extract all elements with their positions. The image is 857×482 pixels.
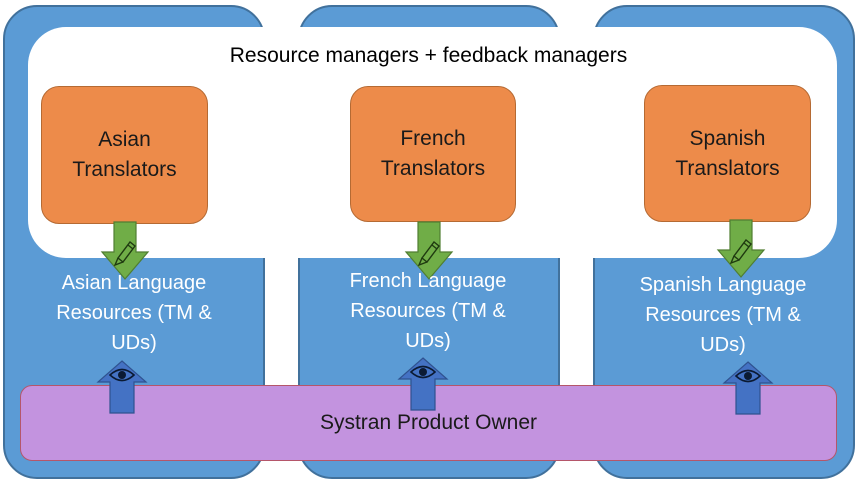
eye-icon [409, 365, 437, 379]
pen-icon [417, 241, 440, 267]
french-translators-box: French Translators [350, 86, 516, 222]
asian-translators-label: Asian Translators [72, 128, 177, 181]
eye-icon [734, 369, 762, 383]
spanish-resources-label: Spanish Language Resources (TM & UDs) [639, 274, 807, 356]
asian-up-arrow [96, 360, 148, 414]
eye-icon [108, 368, 136, 382]
french-down-arrow [404, 221, 454, 280]
spanish-translators-label: Spanish Translators [675, 126, 780, 180]
asian-down-arrow [100, 221, 150, 280]
spanish-down-arrow [716, 219, 766, 278]
pen-icon [113, 241, 136, 267]
asian-resources-label: Asian Language Resources (TM & UDs) [56, 272, 212, 354]
spanish-translators-box: Spanish Translators [644, 85, 811, 222]
managers-title: Resource managers + feedback managers [229, 44, 628, 67]
french-translators-label: French Translators [380, 127, 486, 180]
french-resources-label: French Language Resources (TM & UDs) [349, 270, 507, 352]
product-owner-label: Systran Product Owner [319, 411, 538, 434]
asian-translators-box: Asian Translators [41, 86, 208, 224]
french-up-arrow [397, 357, 449, 411]
spanish-up-arrow [722, 361, 774, 415]
pen-icon [729, 239, 752, 265]
